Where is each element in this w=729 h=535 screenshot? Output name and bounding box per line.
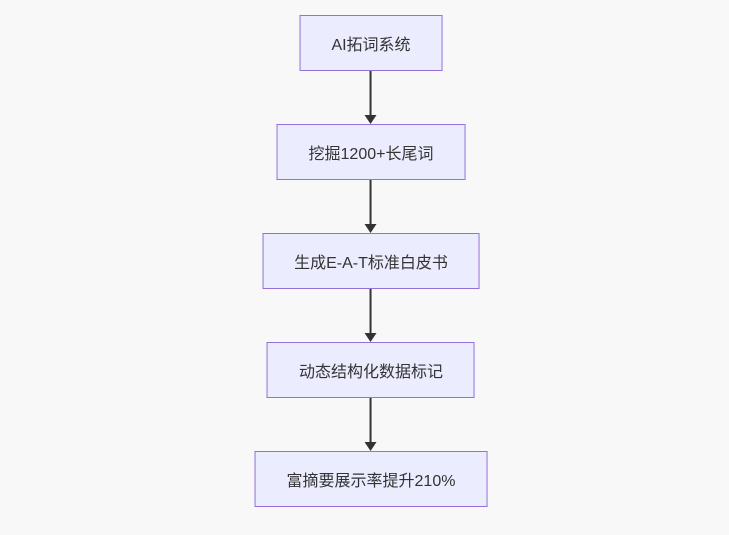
edge-line bbox=[370, 180, 372, 224]
arrow-down-icon bbox=[365, 115, 377, 124]
flow-node-label: AI拓词系统 bbox=[331, 37, 411, 54]
flow-node-label: 动态结构化数据标记 bbox=[298, 364, 443, 381]
flow-edge bbox=[365, 398, 377, 451]
flow-edge bbox=[365, 180, 377, 233]
edge-line bbox=[370, 71, 372, 115]
flow-edge bbox=[365, 71, 377, 124]
flow-edge bbox=[365, 289, 377, 342]
arrow-down-icon bbox=[365, 224, 377, 233]
edge-line bbox=[370, 398, 372, 442]
flow-node-label: 富摘要展示率提升210% bbox=[286, 473, 456, 490]
flow-node-rich-snippet-rate: 富摘要展示率提升210% bbox=[254, 451, 488, 507]
edge-line bbox=[370, 289, 372, 333]
flow-node-longtail-mining: 挖掘1200+长尾词 bbox=[276, 124, 466, 180]
flow-node-eat-whitepaper: 生成E-A-T标准白皮书 bbox=[262, 233, 480, 289]
flow-node-label: 生成E-A-T标准白皮书 bbox=[294, 255, 448, 272]
flow-node-label: 挖掘1200+长尾词 bbox=[308, 146, 434, 163]
flowchart: AI拓词系统 挖掘1200+长尾词 生成E-A-T标准白皮书 动态结构化数据标记… bbox=[254, 15, 488, 507]
flow-node-ai-keyword-system: AI拓词系统 bbox=[299, 15, 443, 71]
arrow-down-icon bbox=[365, 333, 377, 342]
arrow-down-icon bbox=[365, 442, 377, 451]
flow-node-structured-data-markup: 动态结构化数据标记 bbox=[266, 342, 475, 398]
